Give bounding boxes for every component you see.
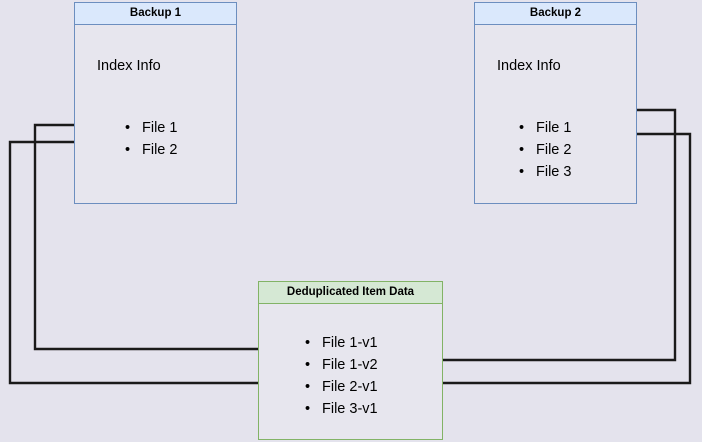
list-item[interactable]: File 2-v1: [305, 376, 378, 398]
node-deduplicated-item-data[interactable]: Deduplicated Item Data File 1-v1 File 1-…: [258, 281, 443, 440]
node-deduplicated-item-data-title: Deduplicated Item Data: [259, 282, 442, 304]
node-backup1[interactable]: Backup 1 Index Info File 1 File 2: [74, 2, 237, 204]
list-item[interactable]: File 1: [125, 117, 177, 139]
node-backup2-file-list: File 1 File 2 File 3: [519, 117, 571, 183]
node-backup1-title: Backup 1: [75, 3, 236, 25]
list-item[interactable]: File 1-v1: [305, 332, 378, 354]
list-item[interactable]: File 1: [519, 117, 571, 139]
list-item[interactable]: File 3-v1: [305, 398, 378, 420]
node-backup2[interactable]: Backup 2 Index Info File 1 File 2 File 3: [474, 2, 637, 204]
list-item[interactable]: File 2: [125, 139, 177, 161]
list-item[interactable]: File 3: [519, 161, 571, 183]
list-item[interactable]: File 1-v2: [305, 354, 378, 376]
node-deduplicated-file-list: File 1-v1 File 1-v2 File 2-v1 File 3-v1: [305, 332, 378, 420]
node-backup1-index-label: Index Info: [97, 58, 161, 74]
node-backup2-body: Index Info File 1 File 2 File 3: [475, 25, 636, 203]
node-backup2-index-label: Index Info: [497, 58, 561, 74]
node-backup2-title: Backup 2: [475, 3, 636, 25]
node-deduplicated-item-data-body: File 1-v1 File 1-v2 File 2-v1 File 3-v1: [259, 304, 442, 439]
node-backup1-file-list: File 1 File 2: [125, 117, 177, 161]
list-item[interactable]: File 2: [519, 139, 571, 161]
node-backup1-body: Index Info File 1 File 2: [75, 25, 236, 203]
